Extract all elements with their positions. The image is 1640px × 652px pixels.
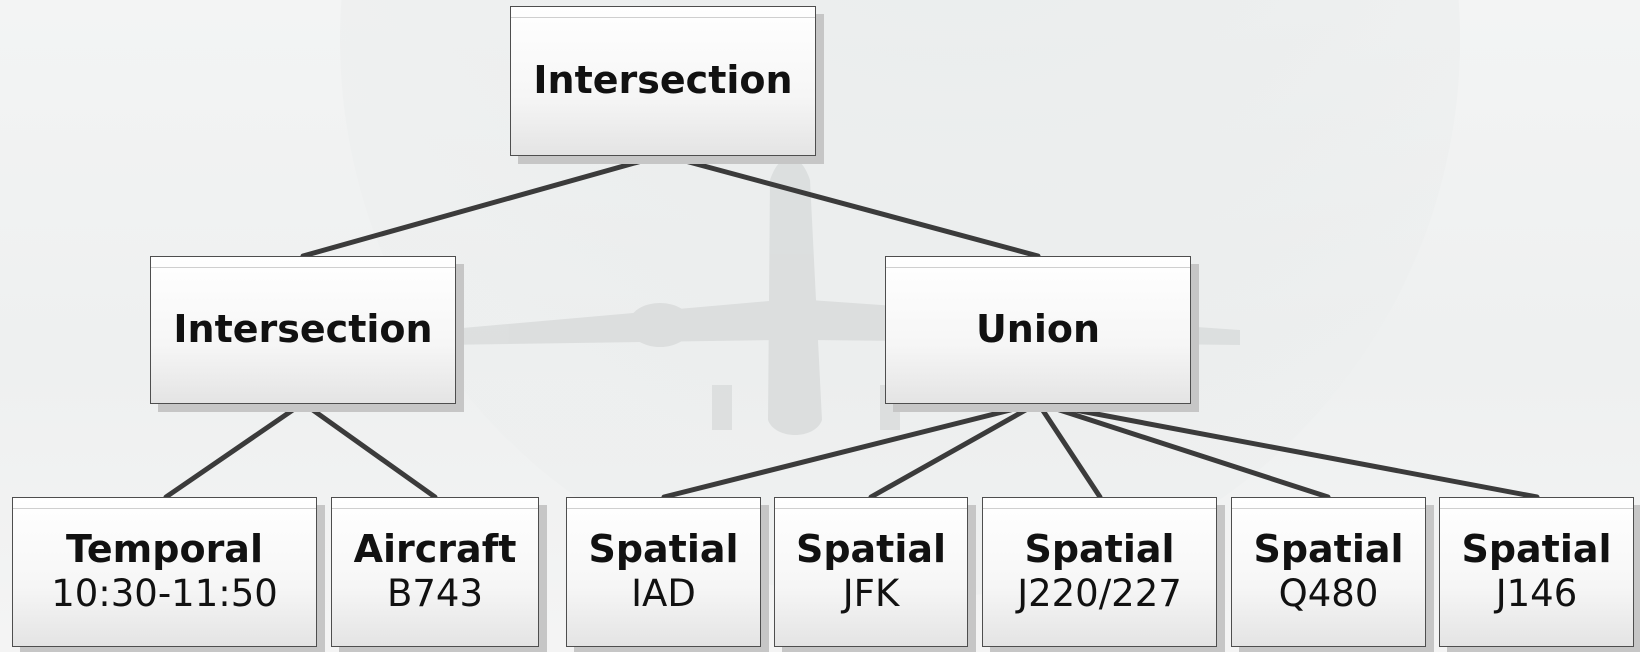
leaf-value: B743 <box>386 571 483 615</box>
leaf-node-spatial-iad: Spatial IAD <box>566 497 761 647</box>
leaf-title: Spatial <box>588 526 739 571</box>
leaf-node-spatial-jfk: Spatial JFK <box>774 497 968 647</box>
leaf-node-aircraft: Aircraft B743 <box>331 497 539 647</box>
leaf-node-spatial-q480: Spatial Q480 <box>1231 497 1426 647</box>
node-title: Intersection <box>533 58 793 103</box>
leaf-title: Spatial <box>795 526 947 571</box>
left-intersection-node: Intersection <box>150 256 456 404</box>
edge-union-j146 <box>1035 400 1540 500</box>
leaf-title: Spatial <box>1253 526 1404 571</box>
root-intersection-node: Intersection <box>510 6 816 156</box>
edge-root-left <box>300 152 666 259</box>
edge-left-aircraft <box>300 400 438 500</box>
leaf-value: JFK <box>842 571 900 615</box>
edge-root-right <box>660 152 1041 259</box>
leaf-value: 10:30-11:50 <box>51 571 278 615</box>
edge-left-temporal <box>163 400 306 500</box>
leaf-value: IAD <box>631 571 696 615</box>
node-title: Intersection <box>173 307 433 352</box>
edge-union-iad <box>661 400 1041 500</box>
leaf-title: Temporal <box>66 526 263 571</box>
leaf-title: Spatial <box>1461 526 1612 571</box>
leaf-node-spatial-j220: Spatial J220/227 <box>982 497 1217 647</box>
leaf-title: Aircraft <box>353 526 517 571</box>
leaf-node-temporal: Temporal 10:30-11:50 <box>12 497 317 647</box>
edge-union-q480 <box>1035 400 1331 500</box>
leaf-value: Q480 <box>1278 571 1379 615</box>
leaf-value: J220/227 <box>1017 571 1182 615</box>
union-node: Union <box>885 256 1191 404</box>
edge-union-jfk <box>868 400 1041 500</box>
leaf-title: Spatial <box>1024 526 1175 571</box>
edge-union-j220 <box>1035 400 1103 500</box>
leaf-value: J146 <box>1495 571 1578 615</box>
leaf-node-spatial-j146: Spatial J146 <box>1439 497 1634 647</box>
node-title: Union <box>975 307 1101 352</box>
